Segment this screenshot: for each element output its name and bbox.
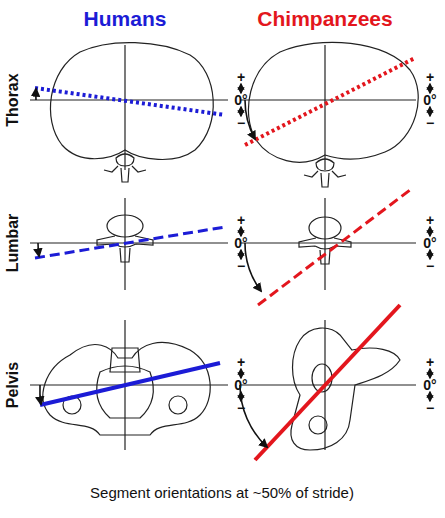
scale-sign: +	[237, 355, 245, 369]
scale-sign: −	[237, 401, 245, 415]
caption: Segment orientations at ~50% of stride)	[90, 485, 354, 500]
scale-sign: −	[426, 259, 434, 273]
row-label: Lumbar	[5, 214, 21, 273]
scale-zero: 0°	[234, 236, 247, 250]
scale-zero: 0°	[423, 93, 436, 107]
scale-sign: −	[426, 401, 434, 415]
scale-zero: 0°	[234, 378, 247, 392]
row-label: Thorax	[5, 73, 21, 126]
scale-zero: 0°	[423, 236, 436, 250]
scale-sign: −	[237, 116, 245, 130]
column-header: Humans	[84, 8, 167, 29]
scale-sign: +	[426, 70, 434, 84]
scale-sign: +	[426, 355, 434, 369]
scale-zero: 0°	[234, 93, 247, 107]
scale-zero: 0°	[423, 378, 436, 392]
column-header: Chimpanzees	[257, 8, 392, 29]
scale-sign: −	[426, 116, 434, 130]
scale-sign: +	[237, 70, 245, 84]
scale-sign: +	[426, 213, 434, 227]
row-label: Pelvis	[5, 362, 21, 408]
scale-sign: +	[237, 213, 245, 227]
scale-sign: −	[237, 259, 245, 273]
